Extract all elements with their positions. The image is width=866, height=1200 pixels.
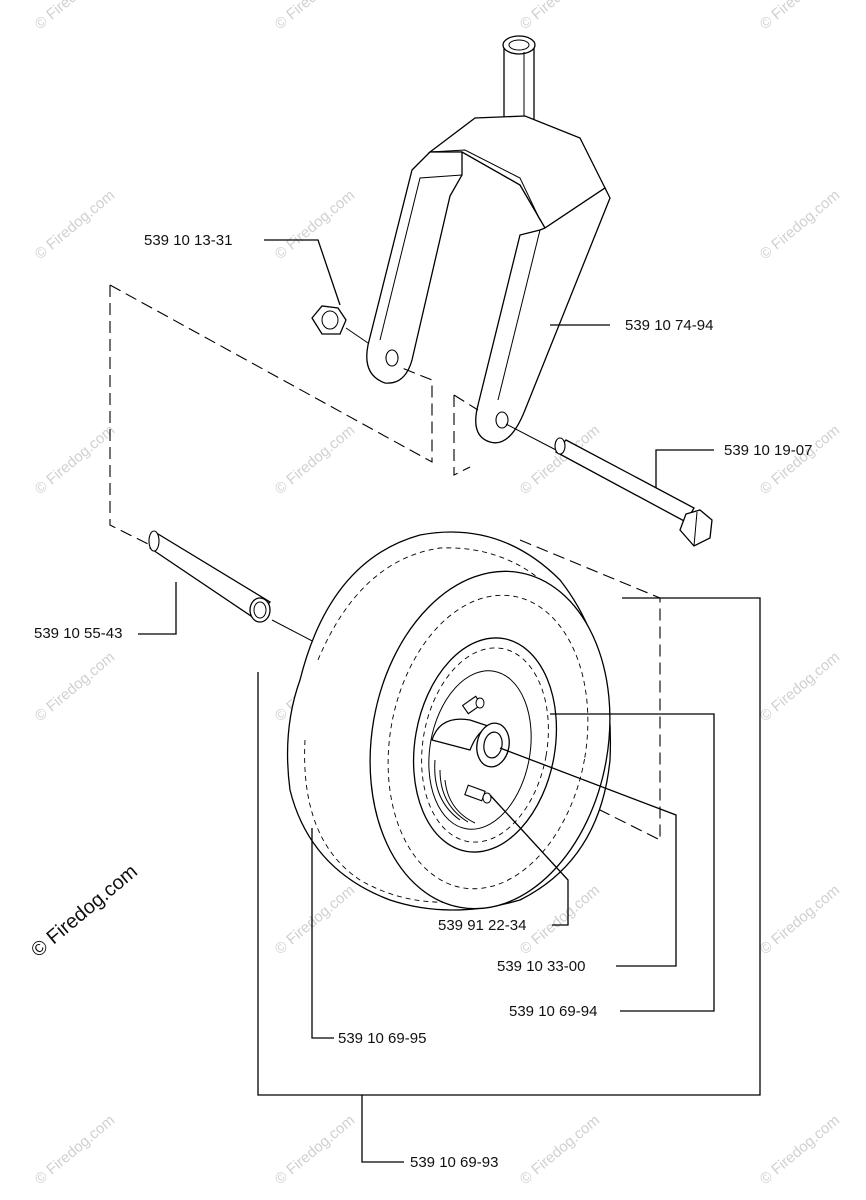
watermark-text: © Firedog.com bbox=[32, 422, 118, 498]
label-nut: 539 10 13-31 bbox=[144, 232, 232, 249]
label-bolt: 539 10 19-07 bbox=[724, 442, 812, 459]
watermark-text: © Firedog.com bbox=[757, 882, 843, 958]
nut-axis bbox=[345, 327, 369, 344]
label-wheel-assembly: 539 10 69-93 bbox=[410, 1154, 498, 1171]
leader-bearing bbox=[499, 747, 677, 967]
dash-left-diagonal bbox=[109, 284, 433, 463]
watermark-text: © Firedog.com bbox=[32, 187, 118, 263]
tire-sidewall-inner bbox=[387, 594, 589, 890]
grease-fitting-upper-tip bbox=[475, 697, 485, 709]
watermark-text: © Firedog.com bbox=[272, 1112, 358, 1188]
leader-nut bbox=[264, 239, 341, 306]
watermark-text: © Firedog.com bbox=[272, 187, 358, 263]
rim-ridge-1 bbox=[434, 759, 461, 821]
watermark-text: © Firedog.com bbox=[32, 0, 118, 33]
fork-left-arm-edge bbox=[379, 174, 463, 341]
leader-tire bbox=[311, 828, 334, 1039]
watermark-text: © Firedog.com bbox=[272, 0, 358, 33]
dash-wheel-right bbox=[519, 539, 661, 841]
leader-rim bbox=[550, 713, 715, 1012]
bearing-bore bbox=[483, 731, 503, 759]
leader-grease-fitting bbox=[489, 794, 569, 926]
watermark-text: © Firedog.com bbox=[32, 1112, 118, 1188]
fork-right-arm bbox=[475, 187, 611, 444]
label-grease-fitting: 539 91 22-34 bbox=[438, 917, 526, 934]
nut-body bbox=[311, 305, 347, 335]
fork-left-arm bbox=[366, 151, 463, 384]
bolt-shank bbox=[554, 439, 695, 523]
watermark-text: © Firedog.com bbox=[757, 1112, 843, 1188]
watermark-text: © Firedog.com bbox=[757, 0, 843, 33]
nut-hole bbox=[321, 310, 339, 330]
wheel-drawing bbox=[286, 531, 612, 911]
fork-left-hole bbox=[385, 349, 399, 367]
spacer-end-a bbox=[148, 530, 160, 552]
rim-dashed bbox=[421, 647, 549, 843]
fork-pin-top bbox=[502, 35, 536, 55]
rim-ridge-3 bbox=[444, 779, 476, 824]
dash-left-vertical bbox=[109, 285, 151, 546]
bolt-head-edge bbox=[693, 511, 698, 547]
leader-lines bbox=[138, 239, 761, 1163]
spacer-bore bbox=[253, 601, 267, 619]
label-fork: 539 10 74-94 bbox=[625, 317, 713, 334]
label-rim: 539 10 69-94 bbox=[509, 1003, 597, 1020]
spacer-drawing bbox=[148, 530, 321, 646]
bolt-drawing bbox=[505, 423, 713, 547]
part-labels: 539 10 13-31 539 10 74-94 539 10 19-07 5… bbox=[34, 232, 812, 1171]
fork-drawing bbox=[366, 35, 611, 444]
label-spacer: 539 10 55-43 bbox=[34, 625, 122, 642]
fork-right-arm-edge bbox=[497, 229, 541, 401]
dash-right-top bbox=[453, 394, 479, 411]
fork-right-hole bbox=[495, 411, 509, 429]
leader-spacer bbox=[138, 582, 177, 635]
bolt-axis bbox=[505, 423, 557, 451]
assembly-dashed-lines bbox=[109, 284, 661, 841]
assembly-bracket bbox=[257, 597, 761, 1096]
leader-bolt bbox=[655, 449, 714, 488]
fork-pin-cap bbox=[508, 39, 530, 51]
tire-tread-line bbox=[317, 547, 571, 661]
watermark-text: © Firedog.com bbox=[272, 422, 358, 498]
grease-fitting-lower-tip bbox=[482, 792, 492, 804]
label-tire: 539 10 69-95 bbox=[338, 1030, 426, 1047]
leader-wheel-assembly bbox=[361, 1095, 404, 1163]
fork-inner-edge bbox=[429, 149, 541, 221]
dash-right-box bbox=[453, 395, 471, 476]
label-bearing: 539 10 33-00 bbox=[497, 958, 585, 975]
bolt-tip bbox=[554, 437, 566, 455]
watermark-text: © Firedog.com bbox=[32, 649, 118, 725]
rim-ridge-2 bbox=[439, 769, 469, 823]
watermark-text: © Firedog.com bbox=[517, 1112, 603, 1188]
nut-drawing bbox=[311, 305, 369, 344]
watermark-text: © Firedog.com bbox=[757, 422, 843, 498]
watermark-text: © Firedog.com bbox=[757, 649, 843, 725]
spacer-end-b bbox=[249, 597, 271, 623]
watermark-main: © Firedog.com bbox=[27, 860, 142, 961]
watermark-text: © Firedog.com bbox=[272, 882, 358, 958]
watermark-text: © Firedog.com bbox=[517, 0, 603, 33]
watermark-text: © Firedog.com bbox=[757, 187, 843, 263]
